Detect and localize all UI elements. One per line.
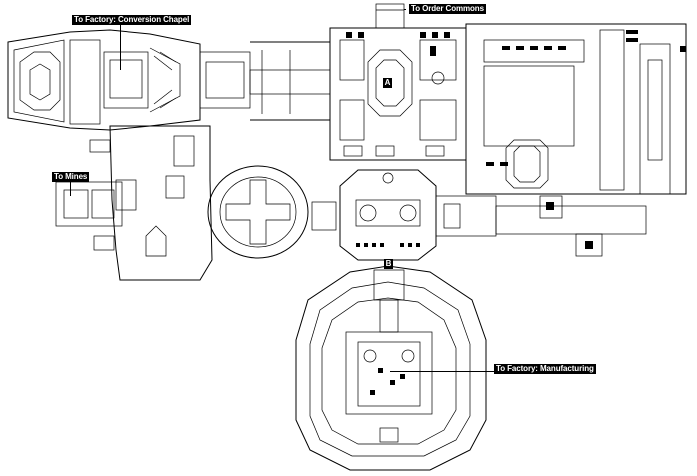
label-to-manufacturing[interactable]: To Factory: Manufacturing: [494, 364, 596, 374]
label-to-mines[interactable]: To Mines: [52, 172, 90, 182]
marker-b: B: [384, 259, 393, 269]
label-to-order-commons[interactable]: To Order Commons: [409, 4, 486, 14]
leader-line-manufacturing: [390, 371, 494, 372]
central-block-a: [329, 3, 467, 161]
mines-annex: [55, 125, 213, 281]
label-to-conversion-chapel[interactable]: To Factory: Conversion Chapel: [72, 15, 192, 25]
manufacturing-complex: [295, 265, 487, 471]
circular-arena: [207, 165, 337, 259]
leader-line-order-commons: [404, 9, 406, 10]
west-wing: [7, 29, 331, 131]
marker-a: A: [383, 78, 392, 88]
leader-line-mines: [70, 182, 71, 196]
central-hub: [339, 169, 647, 261]
leader-line-conversion-chapel: [120, 25, 121, 70]
east-wing: [465, 23, 687, 195]
